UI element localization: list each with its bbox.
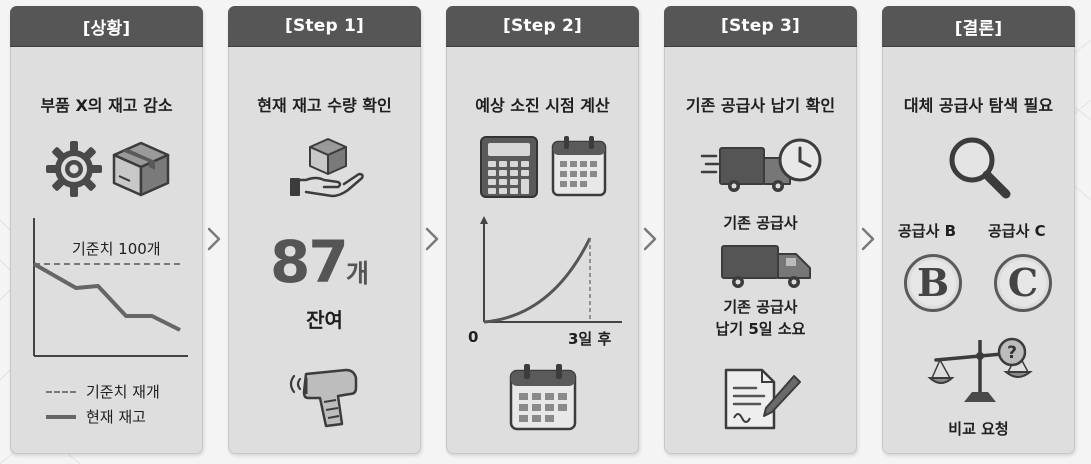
supplier-c-badge-letter: C bbox=[1007, 260, 1039, 305]
compare-request-label: 비교 요청 bbox=[948, 420, 1009, 438]
legend-threshold: 기준치 재개 bbox=[46, 381, 160, 402]
card-conclusion: [결론] 대체 공급사 탐색 필요 공급사 B 공급사 C B C ? 비교 요… bbox=[882, 6, 1075, 454]
card-header-step3: [Step 3] bbox=[664, 6, 857, 47]
calendar-icon bbox=[509, 364, 577, 431]
card-situation: [상황] 부품 X의 재고 감소 기준치 100개 bbox=[10, 6, 203, 454]
box-icon bbox=[112, 141, 170, 197]
barcode-scanner-icon bbox=[289, 368, 358, 428]
gear-icon bbox=[46, 141, 102, 197]
supplier-b-badge-letter: B bbox=[916, 260, 950, 305]
card-title-conclusion: 대체 공급사 탐색 필요 bbox=[903, 96, 1054, 115]
legend-current-label: 현재 재고 bbox=[86, 408, 146, 426]
card-title-situation: 부품 X의 재고 감소 bbox=[40, 96, 173, 115]
existing-supplier-label: 기존 공급사 bbox=[723, 214, 798, 232]
depletion-curve-chart bbox=[480, 216, 622, 324]
calendar-icon bbox=[551, 136, 607, 197]
flow-arrow-4 bbox=[861, 227, 875, 251]
card-header-step2: [Step 2] bbox=[446, 6, 639, 47]
stock-decline-chart bbox=[33, 218, 188, 357]
legend-threshold-label: 기준치 재개 bbox=[86, 383, 160, 401]
depletion-curve bbox=[483, 237, 592, 324]
svg-text:?: ? bbox=[1007, 343, 1017, 363]
legend-solid-swatch bbox=[46, 414, 76, 419]
card-step3: [Step 3] 기존 공급사 납기 확인 기존 공급사 기존 공급사 납기 5… bbox=[664, 6, 857, 454]
hand-box-icon bbox=[290, 138, 364, 198]
supplier-c-badge: C bbox=[994, 254, 1052, 312]
delivery-truck-clock-icon bbox=[700, 138, 822, 192]
supplier-b-label: 공급사 B bbox=[898, 222, 957, 240]
curve-end-label: 3일 후 bbox=[568, 330, 612, 348]
lead-time-line2: 납기 5일 소요 bbox=[715, 320, 806, 338]
card-step1: [Step 1] 현재 재고 수량 확인 87 개 잔여 bbox=[228, 6, 421, 454]
card-title-step1: 현재 재고 수량 확인 bbox=[257, 96, 392, 115]
calculator-icon bbox=[480, 136, 538, 198]
magnifier-icon bbox=[949, 137, 1011, 199]
card-step2: [Step 2] 예상 소진 시점 계산 0 3일 후 bbox=[446, 6, 639, 454]
document-pen-icon bbox=[724, 368, 801, 430]
legend-dash-swatch bbox=[46, 390, 76, 393]
flow-arrow-1 bbox=[207, 227, 221, 251]
lead-time-line1: 기존 공급사 bbox=[723, 298, 798, 316]
stock-count-value: 87 bbox=[270, 228, 349, 296]
truck-icon bbox=[721, 245, 811, 288]
card-header-step1: [Step 1] bbox=[228, 6, 421, 47]
flow-arrow-3 bbox=[643, 227, 657, 251]
card-header-conclusion: [결론] bbox=[882, 6, 1075, 47]
stock-count-unit: 개 bbox=[346, 259, 370, 288]
supplier-c-label: 공급사 C bbox=[988, 222, 1046, 240]
supplier-b-badge: B bbox=[904, 254, 962, 312]
scale-question-icon: ? bbox=[927, 337, 1033, 402]
flow-arrow-2 bbox=[425, 227, 439, 251]
threshold-label: 기준치 100개 bbox=[72, 240, 161, 258]
card-title-step3: 기존 공급사 납기 확인 bbox=[685, 96, 836, 115]
curve-origin-label: 0 bbox=[468, 328, 479, 346]
remaining-label: 잔여 bbox=[306, 308, 343, 332]
card-header-situation: [상황] bbox=[10, 6, 203, 47]
current-stock-line bbox=[33, 262, 181, 332]
card-title-step2: 예상 소진 시점 계산 bbox=[475, 96, 610, 115]
legend-current: 현재 재고 bbox=[46, 406, 146, 427]
